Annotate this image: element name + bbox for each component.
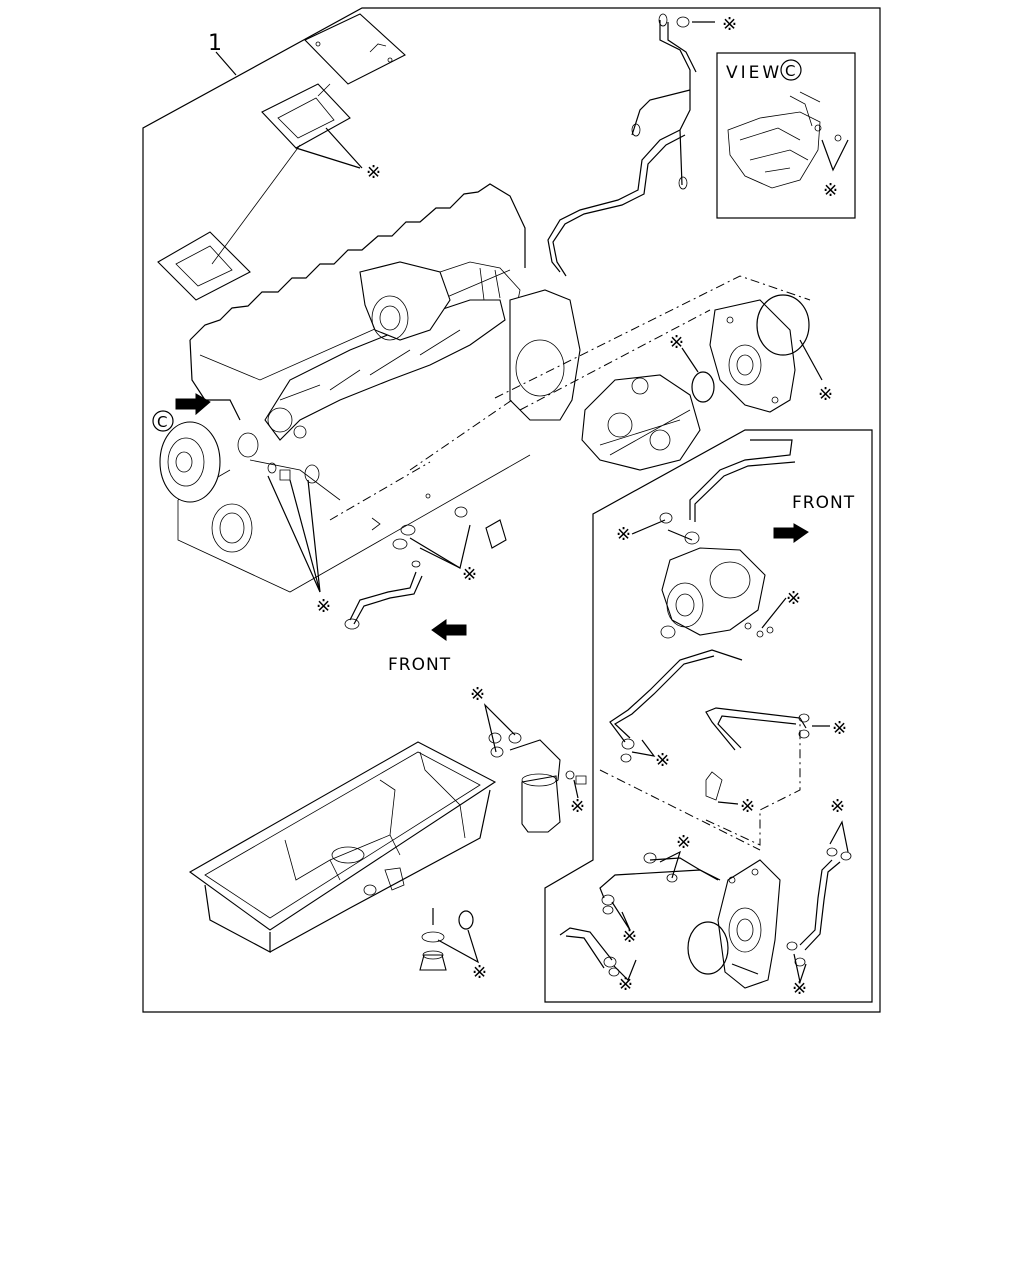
filter-top-asterisk: ※ — [470, 684, 485, 705]
kit-frame — [142, 7, 881, 1013]
item-number-label: 1 — [208, 31, 222, 56]
view-c-pointer-letter: C — [157, 413, 167, 431]
pump-o-ring — [691, 371, 715, 403]
flange-asterisk: ※ — [818, 384, 833, 405]
cover-gasket — [261, 83, 351, 149]
pipe-d-asterisk: ※ — [830, 796, 845, 817]
view-letter: C — [785, 62, 795, 80]
gasket-asterisk: ※ — [366, 162, 381, 183]
return-pipe — [705, 707, 830, 751]
pump-flange — [709, 294, 810, 413]
sub-assembly-frame — [544, 429, 873, 1003]
turbocharger — [631, 439, 796, 639]
seal-asterisk: ※ — [316, 596, 331, 617]
front-label-main: FRONT — [388, 655, 451, 675]
front-arrow-sub — [773, 523, 809, 543]
oil-pipe-asterisk: ※ — [462, 564, 477, 585]
oil-pipe — [344, 493, 507, 630]
view-label: VIEW — [726, 63, 782, 83]
pump-pipes — [559, 820, 852, 985]
view-c-pointer: C — [152, 393, 211, 432]
front-label-sub: FRONT — [792, 493, 855, 513]
turbo-left-asterisk: ※ — [616, 524, 631, 545]
pipe-top-asterisk: ※ — [722, 14, 737, 35]
intake-gasket — [157, 144, 301, 301]
drain-plug — [419, 908, 480, 971]
turbo-right-asterisk: ※ — [786, 588, 801, 609]
view-c-inset: VIEW C ※ — [716, 52, 856, 219]
cover-plate — [304, 13, 406, 85]
oil-pan — [188, 741, 497, 953]
oil-filter — [483, 703, 587, 833]
pipe-e-asterisk: ※ — [792, 978, 807, 999]
feed-pipe-asterisk: ※ — [655, 750, 670, 771]
filter-side-asterisk: ※ — [570, 796, 585, 817]
injection-pump — [581, 374, 701, 471]
pipe-a-asterisk: ※ — [676, 832, 691, 853]
fitting-asterisk: ※ — [740, 796, 755, 817]
view-inset-asterisk: ※ — [823, 180, 838, 201]
front-arrow-main — [431, 619, 467, 641]
view-letter-circle — [780, 59, 802, 81]
engine-block — [159, 183, 581, 593]
oil-pump — [687, 859, 781, 989]
oil-feed-pipe — [609, 649, 743, 763]
o-ring-asterisk: ※ — [669, 332, 684, 353]
injection-pipes — [547, 13, 715, 277]
pipe-c-asterisk: ※ — [618, 974, 633, 995]
return-pipe-asterisk: ※ — [832, 718, 847, 739]
drain-asterisk: ※ — [472, 962, 487, 983]
pipe-b-asterisk: ※ — [622, 926, 637, 947]
